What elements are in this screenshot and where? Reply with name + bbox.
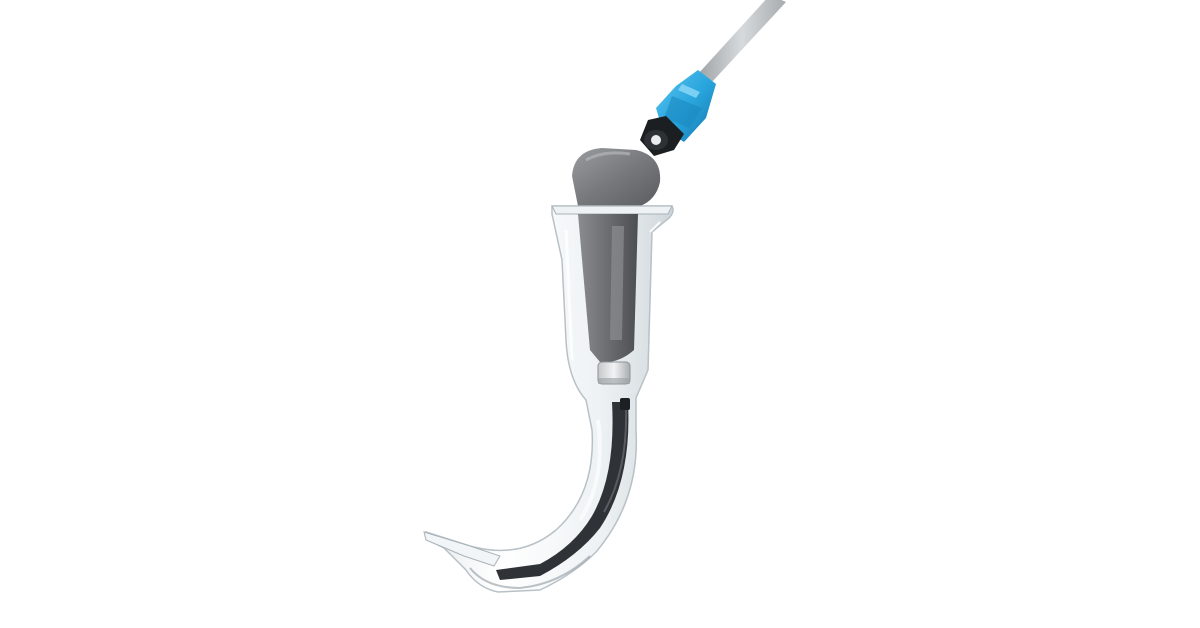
handle-body [578,214,638,363]
camera-channel [496,398,630,580]
metal-ring [597,361,631,385]
blade-highlights [564,221,661,522]
connector-tip [640,116,684,156]
cable [698,0,786,82]
handle-head [572,148,661,206]
